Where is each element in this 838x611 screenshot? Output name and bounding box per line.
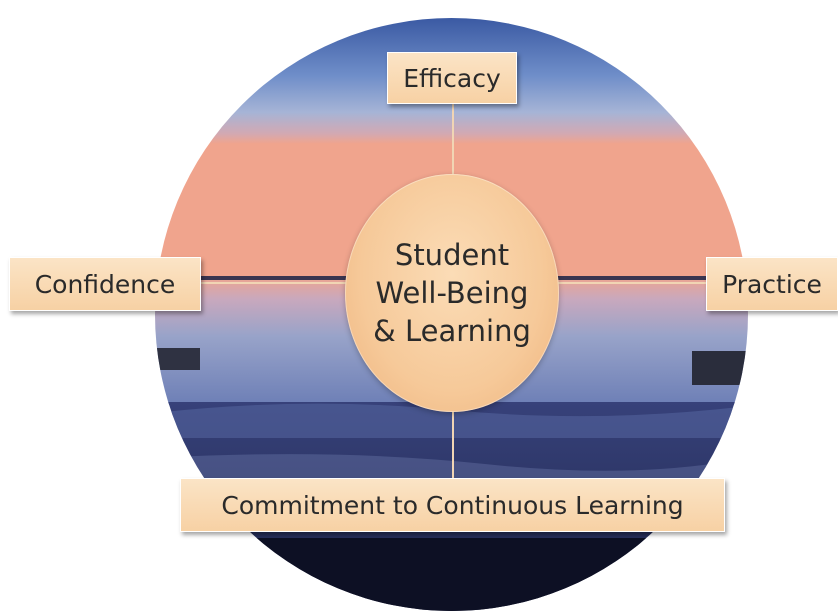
center-line-3: & Learning <box>373 314 531 348</box>
node-practice: Practice <box>706 257 838 311</box>
diagram: Student Well-Being & Learning Efficacy C… <box>9 18 838 611</box>
node-confidence: Confidence <box>9 257 201 311</box>
connector-right <box>545 282 707 284</box>
center-line-1: Student <box>394 238 510 272</box>
node-commitment: Commitment to Continuous Learning <box>180 478 725 532</box>
center-hub: Student Well-Being & Learning <box>345 174 559 412</box>
node-efficacy: Efficacy <box>387 52 517 104</box>
connector-top <box>452 104 454 186</box>
center-line-2: Well-Being <box>375 276 529 310</box>
connector-bottom <box>452 404 454 480</box>
connector-left <box>200 282 360 284</box>
